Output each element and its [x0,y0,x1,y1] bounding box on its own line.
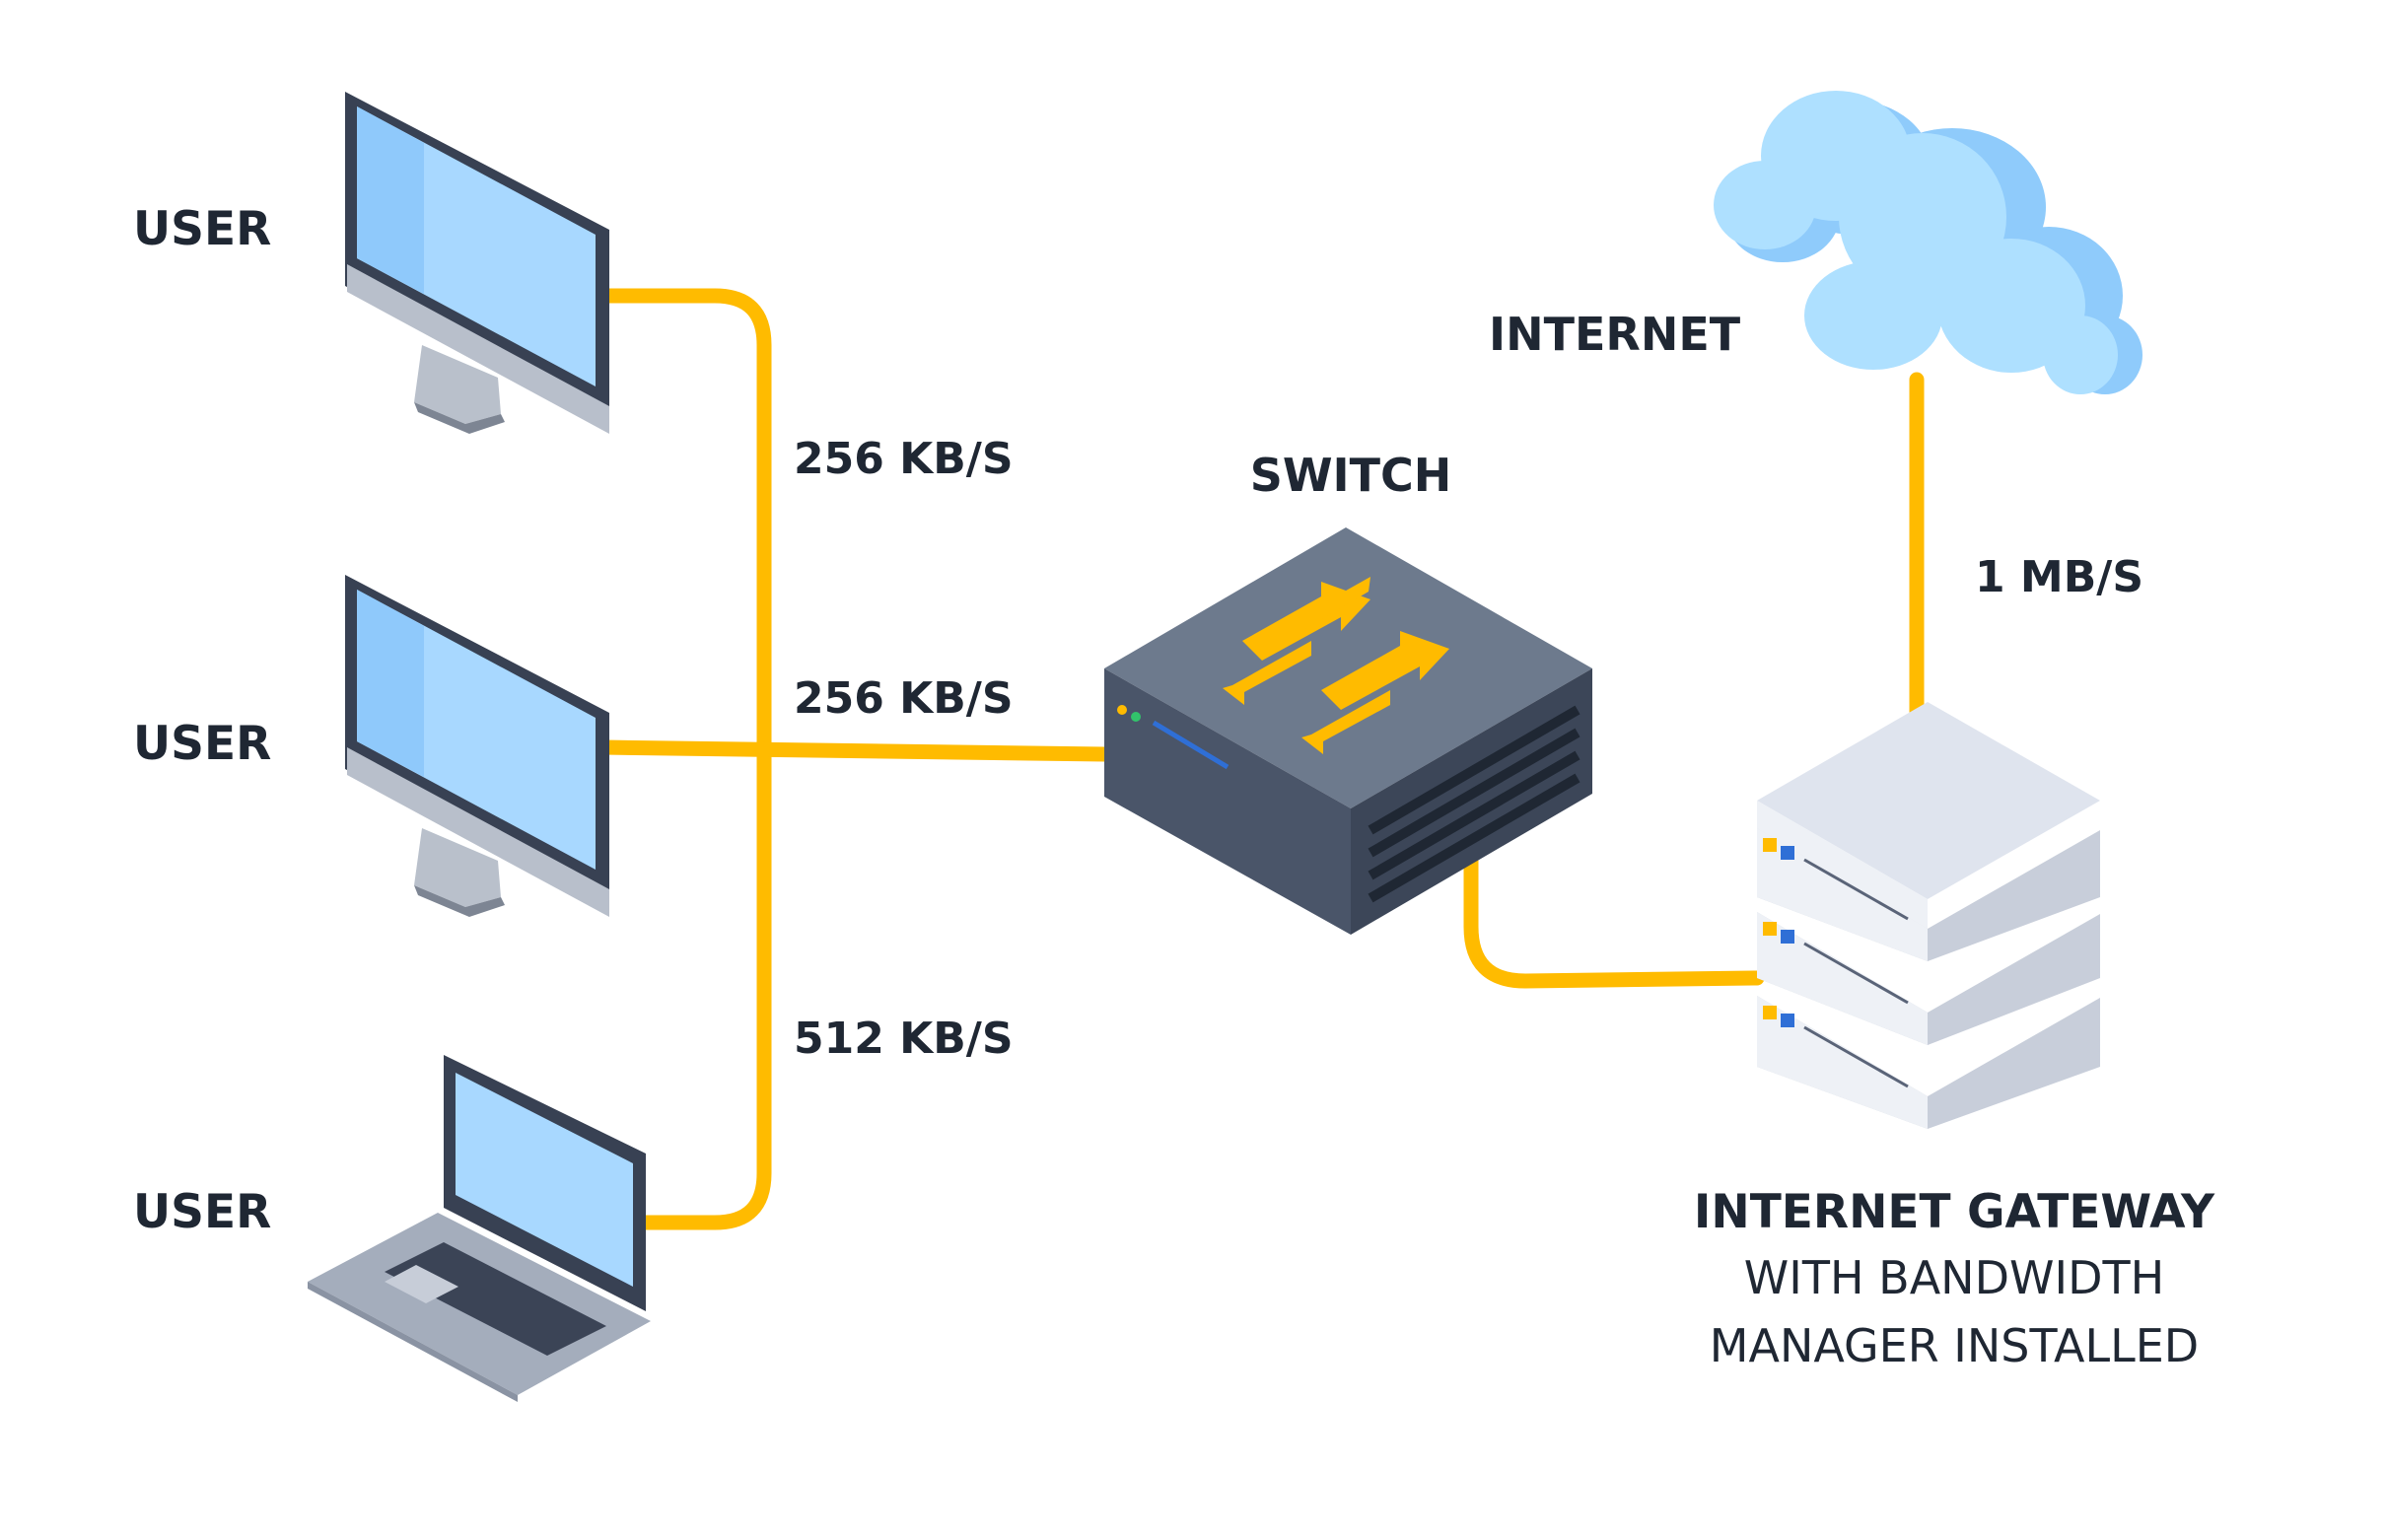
switch-icon [1104,527,1592,935]
cloud-icon [1714,91,2142,394]
gateway-subtitle-line1: WITH BANDWIDTH [1744,1251,2164,1304]
internet-label: INTERNET [1489,308,1741,361]
laptop-icon [308,1055,651,1402]
cable-user2 [596,739,1112,762]
monitor-icon [345,92,609,434]
cable-user1 [596,288,772,1230]
gateway-subtitle-line2: MANAGER INSTALLED [1710,1319,2199,1372]
user-label: USER [133,1185,271,1239]
link-speed-label: 256 KB/S [794,673,1014,724]
link-speed-label: 512 KB/S [794,1014,1014,1064]
link-speed-label: 1 MB/S [1975,552,2143,602]
server-icon [1757,702,2100,1129]
link-speed-label: 256 KB/S [794,434,1014,484]
switch-label: SWITCH [1250,449,1452,502]
user-label: USER [133,202,271,256]
user-label: USER [133,717,271,771]
cable-switch-gateway [1463,842,1765,989]
monitor-icon [345,575,609,917]
gateway-title: INTERNET GATEWAY [1694,1185,2215,1239]
cables [596,288,1925,1230]
